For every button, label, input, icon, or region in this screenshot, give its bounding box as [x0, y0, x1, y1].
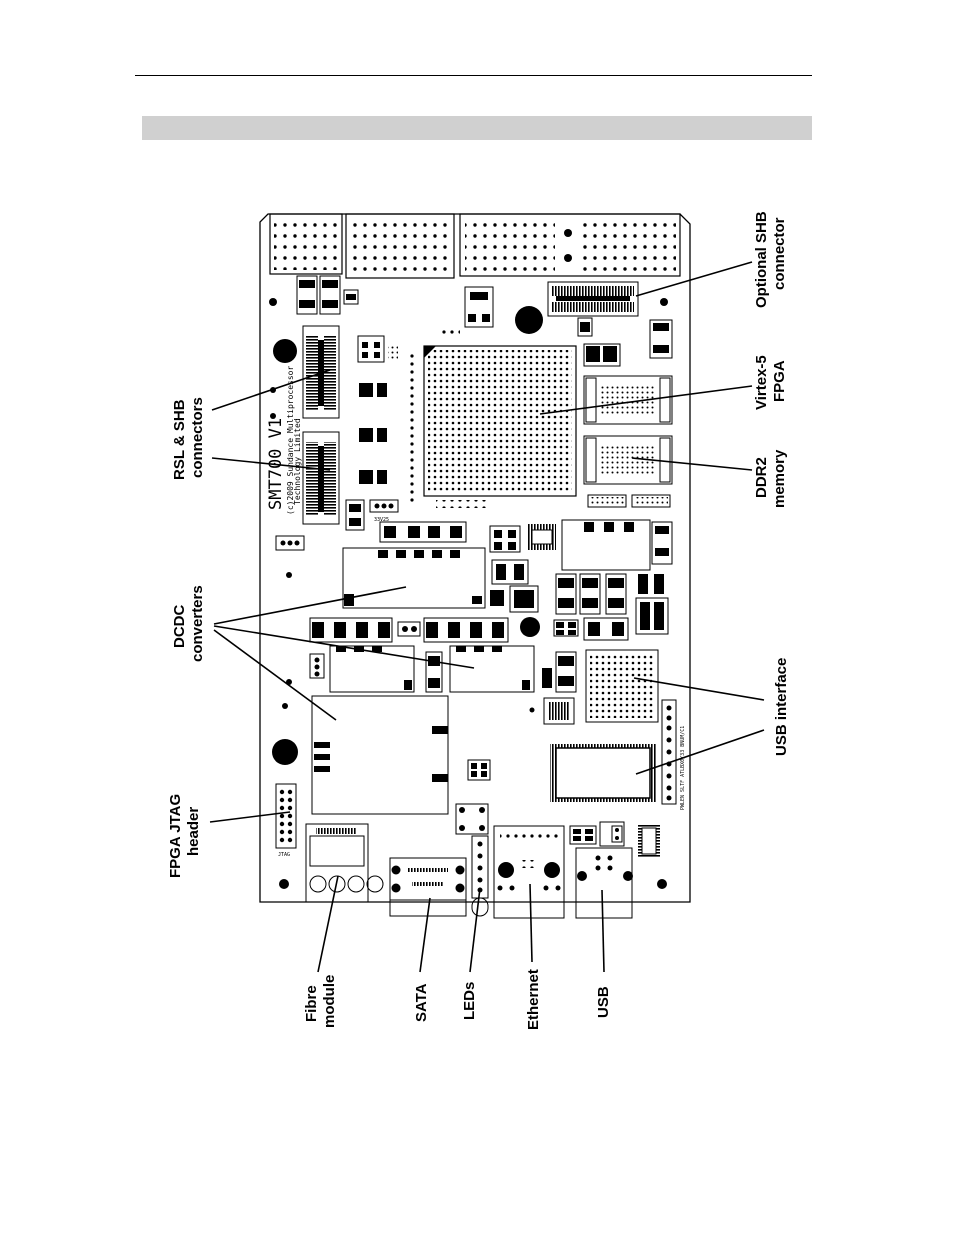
label-rsl-1: RSL & SHB: [171, 399, 188, 480]
label-dcdc-2: converters: [189, 585, 206, 662]
sata-connector: [389, 857, 467, 917]
label-sata: SATA: [413, 983, 430, 1022]
rsl-connector-top: [302, 325, 340, 419]
label-jtag-1: FPGA JTAG: [167, 794, 184, 878]
passive-column: [359, 352, 416, 502]
fibre-module: [305, 823, 384, 903]
label-usb: USB: [595, 986, 612, 1018]
usb-interface-bga: [585, 649, 659, 723]
label-virtex-2: FPGA: [771, 360, 788, 402]
virtex5-fpga: [423, 345, 577, 497]
section-band: [142, 116, 812, 140]
label-ddr2-2: memory: [771, 449, 788, 508]
label-virtex-1: Virtex-5: [753, 355, 770, 410]
ethernet-connector: [493, 825, 565, 919]
copyright-silk: (c)2009 Sundance Multiprocessor: [286, 366, 295, 515]
label-ethernet: Ethernet: [525, 969, 542, 1030]
header-rule: [135, 75, 812, 76]
led-strip-silk: PWLEN SLTF ATLBX0/33 BNUM/C1: [680, 726, 686, 810]
status-leds-column: [666, 705, 672, 801]
label-fibre-2: module: [321, 975, 338, 1028]
top-connector-left: [269, 213, 343, 275]
label-fibre-1: Fibre: [303, 985, 320, 1022]
label-leds: LEDs: [461, 982, 478, 1020]
leader-lines: [209, 261, 765, 973]
label-dcdc-1: DCDC: [171, 605, 188, 648]
label-jtag-2: header: [185, 807, 202, 856]
dcdc-converter-3: [449, 645, 535, 693]
label-rsl-2: connectors: [189, 397, 206, 478]
dcdc-converter-1: [342, 547, 486, 609]
label-usb-interface: USB interface: [773, 658, 790, 756]
leds: [471, 835, 489, 917]
label-optional-shb-2: connector: [771, 217, 788, 290]
top-connector-right: [459, 213, 681, 277]
label-ddr2-1: DDR2: [753, 457, 770, 498]
optional-shb-connector: [547, 281, 639, 337]
company-silk: Technology Limited: [293, 418, 302, 505]
dcdc-converter-4: [311, 695, 449, 815]
label-optional-shb-1: Optional SHB: [753, 211, 770, 308]
jumper-silk: 33V25: [374, 517, 389, 523]
fpga-jtag-header: [275, 783, 297, 849]
top-connector-middle: [345, 213, 455, 279]
rsl-connector-bottom: [302, 431, 340, 525]
ddr2-chip-1: [583, 375, 673, 425]
dcdc-converter-2: [329, 645, 415, 693]
usb-connector: [575, 847, 633, 919]
jtag-silk: JTAG: [278, 852, 290, 858]
